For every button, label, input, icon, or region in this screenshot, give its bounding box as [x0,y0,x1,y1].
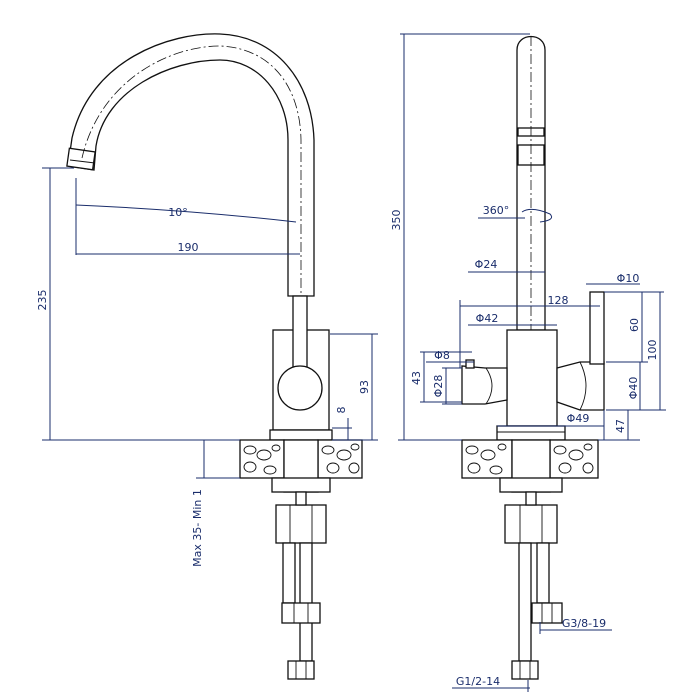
side-dim-body-height: 93 [358,380,371,394]
front-dim-lever-total: 100 [646,340,659,361]
spout-gooseneck [67,33,315,297]
front-dim-handle-diameter: Φ40 [627,377,640,400]
aerator [66,147,96,171]
side-dim-base-ring: 8 [335,407,348,414]
side-dim-counter-thickness: Max 35- Min 1 [191,489,204,567]
front-dim-lever-diameter: Φ10 [617,272,640,285]
front-dim-base-height: 47 [614,419,627,433]
front-dim-spout-diameter: Φ24 [475,258,498,271]
side-dim-angle: 10° [168,206,188,219]
front-dim-hose-small: G3/8-19 [562,617,606,630]
front-handle-block [556,361,605,411]
front-side-connection [461,365,508,405]
front-dim-hose-large: G1/2-14 [456,675,500,688]
handle-cartridge [277,365,323,411]
side-dim-height-total: 235 [36,290,49,311]
front-dim-base-diameter: Φ49 [567,412,590,425]
front-dim-side-diameter: Φ28 [432,375,445,398]
front-hose-left [518,542,532,662]
base-ring [269,429,333,441]
front-dim-rotation: 360° [483,204,510,217]
front-hose-right [536,542,550,604]
lever-handle [292,295,308,371]
hose-left [282,542,296,604]
front-dim-lever-offset: 128 [548,294,569,307]
front-countertop-section [461,439,599,479]
side-view: 235 10° 190 93 8 Max 35- Min 1 [36,33,378,680]
front-dim-pin-diameter: Φ8 [434,349,450,362]
side-dim-reach: 190 [178,241,199,254]
hose-right [299,542,313,662]
front-dim-body-diameter: Φ42 [476,312,499,325]
front-faucet-body [506,329,558,427]
front-dim-side-height: 43 [410,371,423,385]
front-dim-lever-height: 60 [628,318,641,332]
front-view: 350 360° Φ24 Φ10 128 Φ42 60 100 Φ8 4 [390,33,666,692]
front-dim-height-total: 350 [390,210,403,231]
front-lever [589,291,605,365]
